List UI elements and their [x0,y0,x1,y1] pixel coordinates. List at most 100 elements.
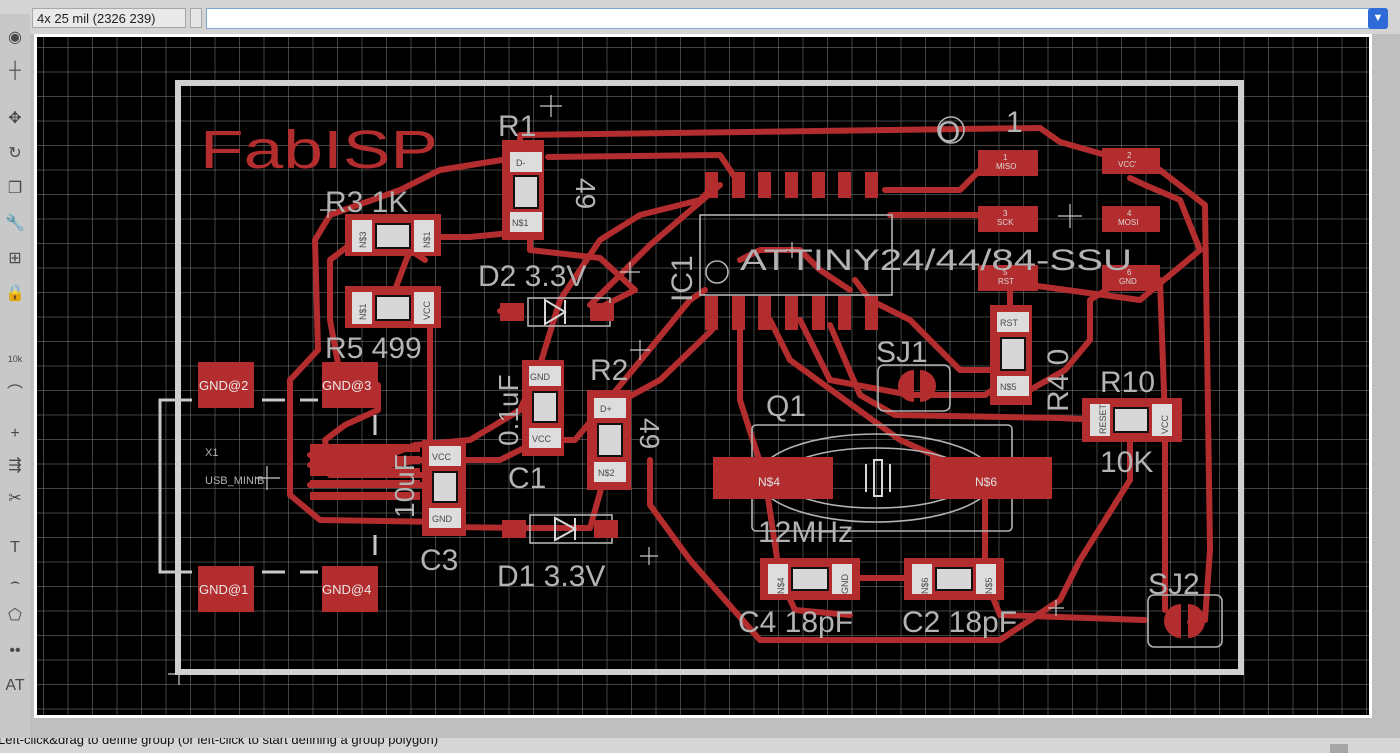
attribute-icon[interactable]: AT [5,677,25,694]
pin-label: N$5 [1000,382,1017,392]
label-isp-o: O [937,116,960,149]
usb-connector-outline [158,398,377,574]
chip-components [345,140,1182,600]
label-r4: R4 0 [1042,349,1075,412]
chevron-down-icon: ▼ [1372,12,1384,24]
label-d2: D2 3.3V [478,260,586,293]
label-sj1: SJ1 [876,336,928,369]
pin-label: N$1 [358,303,368,320]
move-icon[interactable]: ✥ [8,110,22,127]
trace [647,427,1133,643]
pin-number: 3 [1003,209,1008,218]
label-ic1: IC1 [666,255,699,302]
label-c3: C3 [420,544,458,577]
pad-label: GND@2 [199,378,248,393]
silkscreen-labels: FabISP R1 49 R3 1K R5 499 D2 3.3V IC1 AT… [200,106,1200,639]
crosshair-plus-icon[interactable]: ┼ [9,62,21,79]
group-icon[interactable]: ⊞ [8,250,22,267]
pin-label: GND [432,514,453,524]
board-outline [175,80,1244,675]
label-c3-value: 10uF [389,454,420,518]
pin-label: RESET [1098,403,1108,434]
tool-palette: ◉ ┼ ✥ ↻ ❐ 🔧 ⊞ 🔒 10k ⌒ + ⇶ ✂ T ⌢ ⬠ •• AT [0,14,30,739]
command-history-dropdown[interactable]: ▼ [1368,8,1388,29]
trace [1027,175,1203,303]
pin-number: 4 [1127,209,1132,218]
label-r5: R5 499 [325,332,422,365]
pin-label: N$4 [758,475,780,489]
pin-number: 6 [1127,268,1132,277]
pin-name: MISO [996,162,1016,171]
label-sj2: SJ2 [1148,568,1200,601]
split-icon[interactable]: ⇶ [8,457,22,474]
copy-icon[interactable]: ❐ [7,180,23,197]
pin-label: GND [530,372,551,382]
pin-name: GND [1119,277,1137,286]
text-icon[interactable]: T [10,539,20,556]
pin-label: N$6 [920,577,930,594]
pin-label: D- [516,158,526,168]
component-pin-labels: D- N$1 N$3 N$1 N$1 VCC GND VCC D+ N$2 VC… [358,158,1170,594]
label-isp-1: 1 [1006,106,1023,139]
wrench-icon[interactable]: 🔧 [5,215,25,232]
label-r10: R10 [1100,366,1155,399]
diode-symbols [544,298,891,542]
top-toolbar: 4x 25 mil (2326 239) ▼ [0,0,1400,34]
pin-label: RST [1000,318,1019,328]
pin-number: 5 [1003,268,1008,277]
rotate-icon[interactable]: ↻ [8,145,22,162]
resistor-value-icon[interactable]: 10k [7,354,23,364]
crystal-pin-labels: N$4 N$6 [758,475,997,489]
toolbar-separator [190,8,202,28]
label-r10-value: 10K [1100,446,1153,479]
label-c1-value: 0.1uF [493,374,524,446]
label-d1: D1 3.3V [497,560,605,593]
eye-icon[interactable]: ◉ [8,29,22,46]
pin-label: N$1 [422,231,432,248]
trace [1027,272,1133,393]
lock-icon[interactable]: 🔒 [5,285,25,302]
ripup-icon[interactable]: ✂ [8,490,22,507]
pin-label: N$3 [358,231,368,248]
label-r3: R3 1K [325,186,408,219]
label-r1: R1 [498,110,536,143]
pin-name: SCK [997,218,1014,227]
status-bar: Left-click&drag to define group (or left… [0,738,1400,753]
label-ic1-value: ATTINY24/44/84-SSU [740,244,1132,277]
label-r2: R2 [590,354,628,387]
pin-label: VCC [532,434,552,444]
pin-label: N$5 [984,577,994,594]
add-icon[interactable]: + [10,425,20,442]
pin-label: N$1 [512,218,529,228]
pad-label: GND@3 [322,378,371,393]
pin-label: N$4 [776,577,786,594]
status-message: Left-click&drag to define group (or left… [0,738,439,747]
pin-label: VCC [432,452,452,462]
trace [737,317,768,481]
miter-icon[interactable]: ⌒ [6,385,23,402]
label-x1: X1 [205,447,218,459]
trace [527,229,638,313]
board-canvas[interactable]: FabISP R1 49 R3 1K R5 499 D2 3.3V IC1 AT… [37,37,1369,715]
polygon-icon[interactable]: ⬠ [8,607,22,624]
pin-label: N$2 [598,468,615,478]
label-r2-value: 49 [634,418,665,449]
label-r1-value: 49 [570,178,601,209]
status-indicator [1330,744,1348,753]
trace [442,472,608,531]
isp-pin-labels: 1 MISO 2 VCC' 3 SCK 4 MOSI 5 RST 6 GND [996,151,1138,286]
pcb-layout[interactable]: FabISP R1 49 R3 1K R5 499 D2 3.3V IC1 AT… [37,37,1369,715]
label-q1-value: 12MHz [758,516,853,549]
pin-number: 2 [1127,151,1132,160]
pin-name: RST [998,277,1014,286]
pin-label: VCC [422,300,432,320]
coordinate-readout: 4x 25 mil (2326 239) [32,8,186,28]
via-icon[interactable]: •• [9,642,21,659]
board-title: FabISP [200,120,438,180]
pin-name: VCC' [1118,160,1137,169]
arc-icon[interactable]: ⌢ [9,574,21,591]
label-c4: C4 18pF [738,606,853,639]
label-q1: Q1 [766,390,806,423]
trace [587,182,723,308]
command-input[interactable] [206,8,1370,29]
